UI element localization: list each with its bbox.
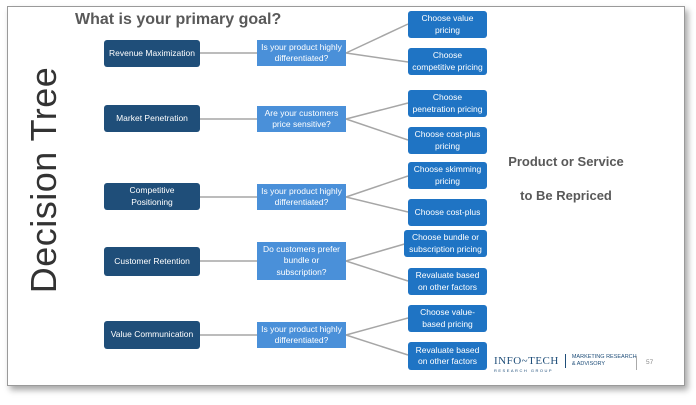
option-1b: Choose competitive pricing: [408, 48, 487, 75]
connector-branch-4b: [345, 260, 409, 282]
question-5: Is your product highly differentiated?: [257, 322, 346, 348]
logo-divider: [564, 354, 566, 368]
option-4b: Revaluate based on other factors: [408, 268, 487, 295]
option-5a: Choose value-based pricing: [408, 305, 487, 332]
option-2a: Choose penetration pricing: [408, 90, 487, 117]
option-4a: Choose bundle or subscription pricing: [404, 230, 487, 257]
logo-name: INFO~TECH: [494, 355, 559, 367]
option-3b: Choose cost-plus: [408, 199, 487, 226]
goal-market-penetration: Market Penetration: [104, 105, 200, 132]
option-2b: Choose cost-plus pricing: [408, 127, 487, 154]
option-5b: Revaluate based on other factors: [408, 342, 487, 370]
connector-branch-2b: [345, 118, 409, 141]
goal-value-communication: Value Communication: [104, 321, 200, 349]
question-4: Do customers prefer bundle or subscripti…: [257, 242, 346, 280]
connector-branch-5b: [345, 334, 409, 356]
connector-branch-4a: [345, 242, 409, 262]
option-1a: Choose value pricing: [408, 11, 487, 38]
connector-branch-5a: [345, 317, 409, 336]
page-number: 57: [646, 359, 654, 366]
question-3: Is your product highly differentiated?: [257, 184, 346, 210]
question-2: Are your customers price sensitive?: [257, 106, 346, 132]
connector-branch-1b: [345, 52, 409, 63]
side-text-line-2: to Be Repriced: [520, 188, 612, 203]
goal-competitive-positioning: Competitive Positioning: [104, 183, 200, 210]
goal-revenue-maximization: Revenue Maximization: [104, 40, 200, 67]
page-divider: [636, 356, 637, 370]
option-3a: Choose skimming pricing: [408, 162, 487, 189]
connector-branch-3b: [345, 196, 409, 213]
logo-division-line-1: MARKETING RESEARCH: [571, 354, 637, 361]
logo-division-line-2: & ADVISORY: [571, 361, 606, 367]
connector-branch-1a: [345, 23, 409, 54]
info-tech-logo: INFO~TECH RESEARCH GROUP MARKETING RESEA…: [494, 354, 637, 373]
goal-customer-retention: Customer Retention: [104, 247, 200, 276]
logo-division: MARKETING RESEARCH & ADVISORY: [572, 354, 637, 368]
logo-tagline: RESEARCH GROUP: [494, 368, 554, 373]
question-1: Is your product highly differentiated?: [257, 40, 346, 66]
primary-goal-question: What is your primary goal?: [75, 11, 282, 28]
connector-branch-3a: [345, 175, 409, 198]
side-text-line-1: Product or Service: [508, 154, 624, 169]
connector-branch-2a: [345, 102, 409, 120]
